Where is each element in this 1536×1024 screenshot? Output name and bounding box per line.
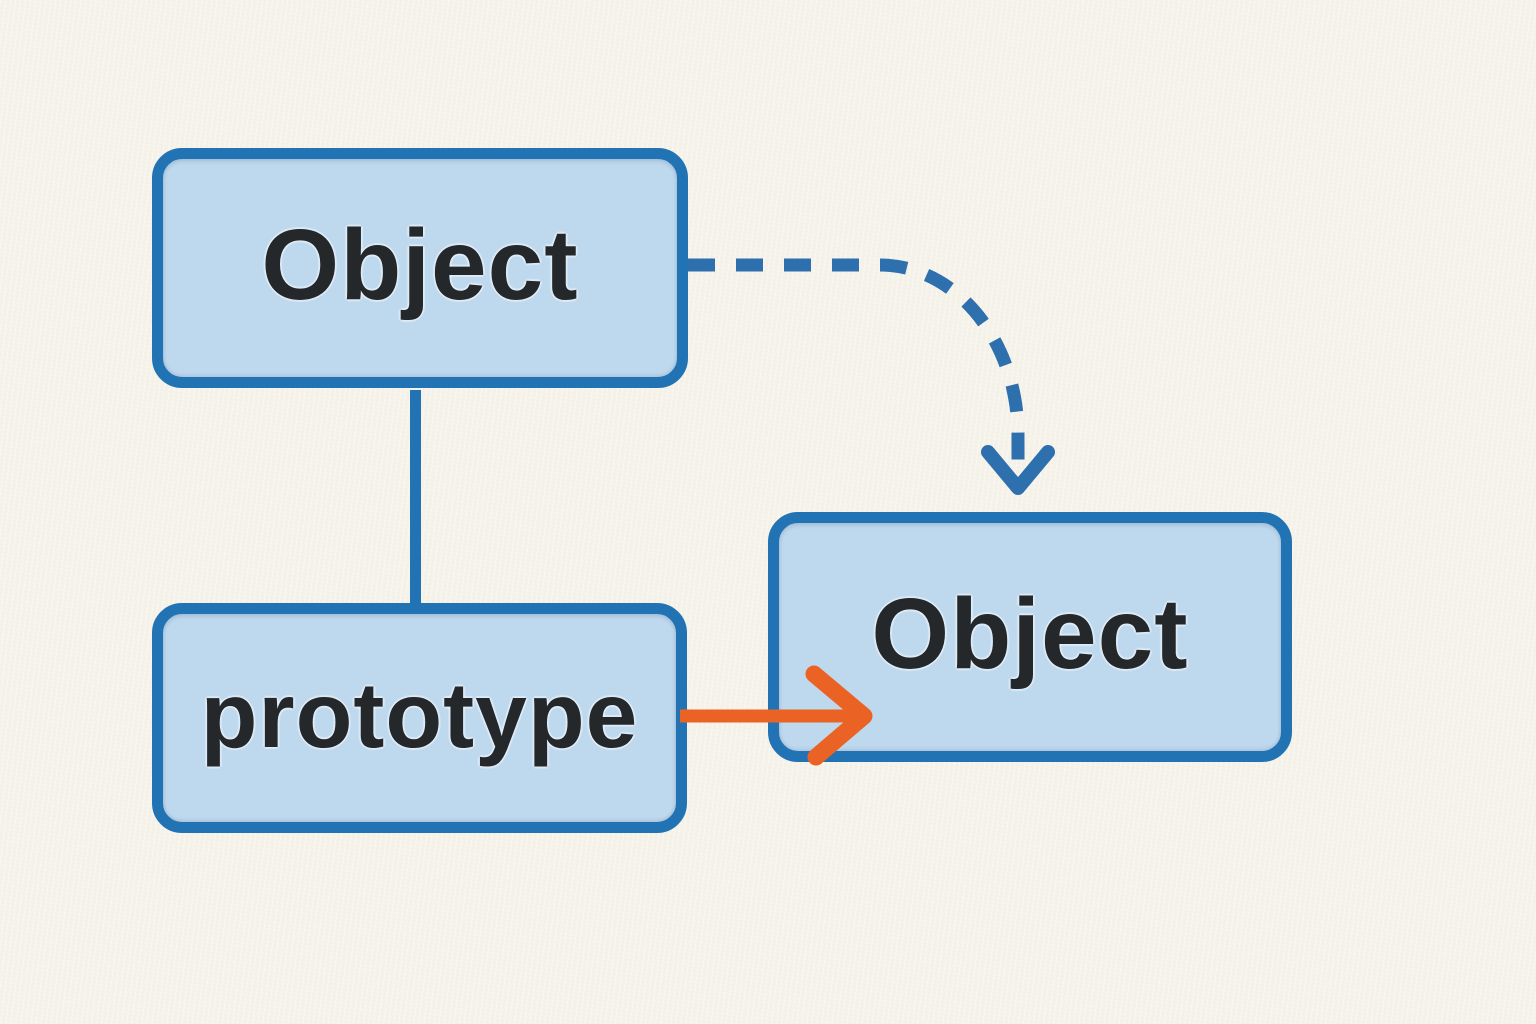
dashed-arrow-head-icon (981, 445, 1055, 495)
dashed-arrow-object-to-object (688, 258, 1055, 495)
dashed-arrow-curve (688, 258, 1025, 472)
node-prototype-label: prototype (200, 662, 639, 767)
node-object-right: Object (768, 512, 1292, 762)
node-object-top-label: Object (261, 209, 579, 321)
node-prototype: prototype (152, 603, 687, 833)
node-object-right-label: Object (871, 578, 1189, 690)
node-object-top: Object (152, 148, 688, 388)
